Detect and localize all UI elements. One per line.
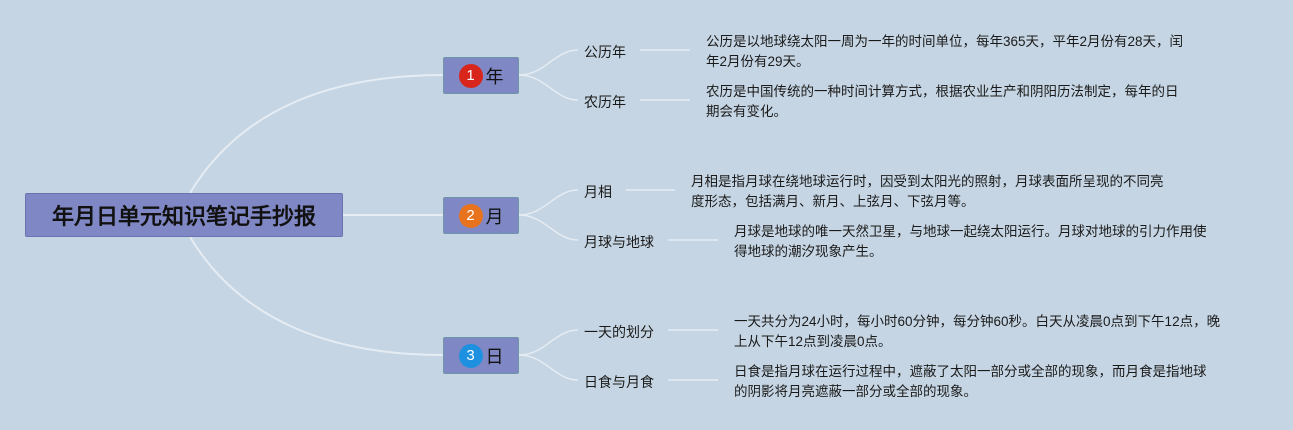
connector-branch-3-topic-1	[518, 329, 579, 356]
note-line: 期会有变化。	[706, 104, 787, 119]
note-moon-phase: 月相是指月球在绕地球运行时，因受到太阳光的照射，月球表面所呈现的不同亮 度形态，…	[691, 172, 1164, 212]
connector-branch-1-topic-1	[518, 49, 579, 76]
note-line: 公历是以地球绕太阳一周为一年的时间单位，每年365天，平年2月份有28天，闰	[706, 34, 1184, 49]
note-line: 月相是指月球在绕地球运行时，因受到太阳光的照射，月球表面所呈现的不同亮	[691, 174, 1164, 189]
topic-moon-phase[interactable]: 月相	[584, 184, 612, 200]
topic-day-division[interactable]: 一天的划分	[584, 324, 654, 340]
branch-node-year[interactable]: 1 年	[443, 57, 519, 94]
topic-lunar-year[interactable]: 农历年	[584, 94, 626, 110]
branch-label-month: 月	[485, 206, 504, 227]
note-lunar-year: 农历是中国传统的一种时间计算方式，根据农业生产和阴阳历法制定，每年的日 期会有变…	[706, 82, 1179, 122]
topic-moon-and-earth[interactable]: 月球与地球	[584, 234, 654, 250]
note-line: 月球是地球的唯一天然卫星，与地球一起绕太阳运行。月球对地球的引力作用使	[734, 224, 1207, 239]
note-line: 上从下午12点到凌晨0点。	[734, 334, 892, 349]
number-badge-1: 1	[458, 63, 483, 88]
connector-root-branch-1	[189, 74, 444, 194]
note-moon-and-earth: 月球是地球的唯一天然卫星，与地球一起绕太阳运行。月球对地球的引力作用使 得地球的…	[734, 222, 1207, 262]
connector-branch-2-topic-1	[518, 189, 579, 216]
connector-root-branch-3	[189, 236, 444, 356]
branch-label-year: 年	[485, 66, 504, 87]
note-line: 的阴影将月亮遮蔽一部分或全部的现象。	[734, 384, 977, 399]
root-title: 年月日单元知识笔记手抄报	[51, 204, 316, 229]
root-node[interactable]: 年月日单元知识笔记手抄报	[25, 193, 343, 237]
branch-node-month[interactable]: 2 月	[443, 197, 519, 234]
branch-label-day: 日	[485, 346, 504, 367]
note-gregorian-year: 公历是以地球绕太阳一周为一年的时间单位，每年365天，平年2月份有28天，闰 年…	[706, 32, 1183, 72]
topic-gregorian-year[interactable]: 公历年	[584, 44, 626, 60]
topic-eclipses[interactable]: 日食与月食	[584, 374, 654, 390]
note-day-division: 一天共分为24小时，每小时60分钟，每分钟60秒。白天从凌晨0点到下午12点，晚…	[734, 312, 1220, 352]
connector-branch-3-topic-2	[518, 354, 579, 381]
connector-branch-1-topic-2	[518, 74, 579, 101]
note-line: 日食是指月球在运行过程中，遮蔽了太阳一部分或全部的现象，而月食是指地球	[734, 364, 1207, 379]
note-line: 一天共分为24小时，每小时60分钟，每分钟60秒。白天从凌晨0点到下午12点，晚	[734, 314, 1221, 329]
note-eclipses: 日食是指月球在运行过程中，遮蔽了太阳一部分或全部的现象，而月食是指地球 的阴影将…	[734, 362, 1207, 402]
note-line: 农历是中国传统的一种时间计算方式，根据农业生产和阴阳历法制定，每年的日	[706, 84, 1179, 99]
note-line: 得地球的潮汐现象产生。	[734, 244, 883, 259]
number-badge-3: 3	[458, 343, 483, 368]
note-line: 度形态，包括满月、新月、上弦月、下弦月等。	[691, 194, 975, 209]
branch-node-day[interactable]: 3 日	[443, 337, 519, 374]
note-line: 年2月份有29天。	[706, 54, 810, 69]
connector-branch-2-topic-2	[518, 214, 579, 241]
number-badge-2: 2	[458, 203, 483, 228]
